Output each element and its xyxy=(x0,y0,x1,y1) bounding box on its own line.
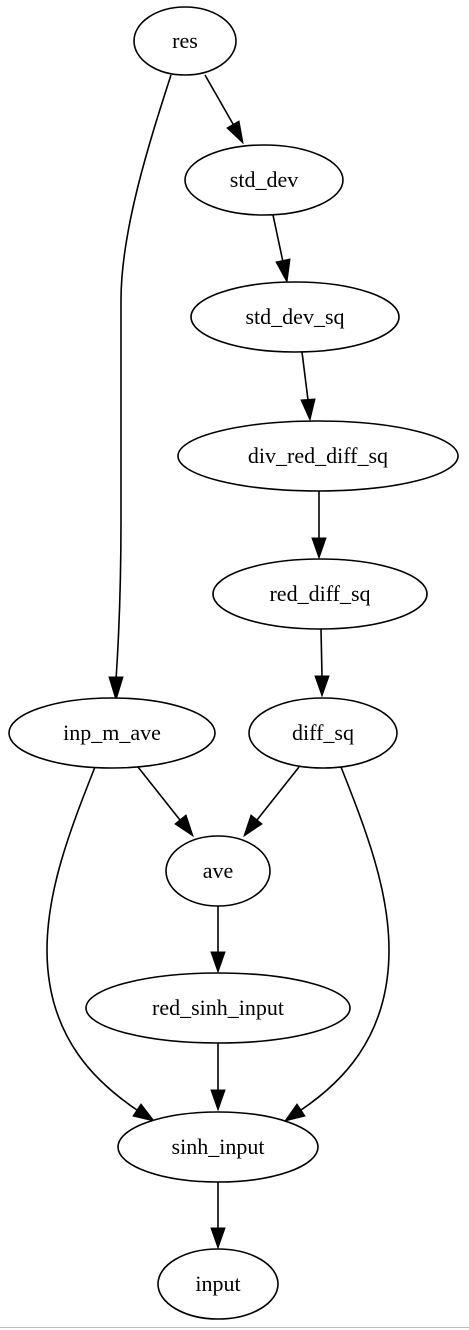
node-std_dev_sq-label: std_dev_sq xyxy=(246,304,345,329)
node-std_dev[interactable]: std_dev xyxy=(184,144,344,216)
edge-red_diff_sq-diff_sq-arrowhead xyxy=(314,675,330,698)
node-diff_sq[interactable]: diff_sq xyxy=(248,697,398,769)
node-std_dev-shape xyxy=(184,144,344,216)
edge-std_dev_sq-div_red_diff_sq xyxy=(301,351,309,401)
nodes: res std_dev std_dev_sq div_red_diff_sq r… xyxy=(8,6,459,1320)
node-red_diff_sq-label: red_diff_sq xyxy=(269,581,370,606)
edge-div_red_diff_sq-red_diff_sq-arrowhead xyxy=(311,537,327,560)
edge-diff_sq-ave xyxy=(256,766,300,821)
node-red_sinh_input-shape xyxy=(85,972,351,1044)
node-inp_m_ave[interactable]: inp_m_ave xyxy=(8,697,216,769)
edge-std_dev-std_dev_sq xyxy=(272,214,284,263)
node-red_sinh_input[interactable]: red_sinh_input xyxy=(85,972,351,1044)
edge-res-std_dev xyxy=(204,74,234,125)
node-red_diff_sq-shape xyxy=(212,558,428,630)
node-red_sinh_input-label: red_sinh_input xyxy=(152,995,284,1020)
node-diff_sq-shape xyxy=(248,697,398,769)
node-std_dev_sq-shape xyxy=(190,281,400,353)
node-sinh_input-shape xyxy=(117,1111,319,1183)
edge-res-inp_m_ave xyxy=(115,74,172,681)
node-input-label: input xyxy=(195,1271,240,1296)
bottom-divider xyxy=(0,1327,469,1328)
edge-inp_m_ave-ave-arrowhead xyxy=(174,814,194,838)
node-inp_m_ave-label: inp_m_ave xyxy=(63,720,161,745)
node-ave-label: ave xyxy=(203,858,234,883)
node-res-label: res xyxy=(172,28,198,53)
node-div_red_diff_sq-label: div_red_diff_sq xyxy=(248,443,388,468)
node-diff_sq-label: diff_sq xyxy=(292,720,354,745)
node-sinh_input-label: sinh_input xyxy=(172,1134,265,1159)
node-div_red_diff_sq[interactable]: div_red_diff_sq xyxy=(177,420,459,492)
edge-sinh_input-input-arrowhead xyxy=(210,1227,226,1250)
node-red_diff_sq[interactable]: red_diff_sq xyxy=(212,558,428,630)
edge-res-std_dev-arrowhead xyxy=(226,120,244,145)
edge-inp_m_ave-sinh_input xyxy=(46,766,138,1111)
edge-diff_sq-ave-arrowhead xyxy=(243,814,263,838)
edge-std_dev-std_dev_sq-arrowhead xyxy=(275,258,291,284)
node-input[interactable]: input xyxy=(157,1248,279,1320)
node-ave[interactable]: ave xyxy=(165,835,271,907)
node-res-shape xyxy=(133,6,237,76)
node-input-shape xyxy=(157,1248,279,1320)
edge-inp_m_ave-sinh_input-arrowhead xyxy=(132,1103,156,1122)
node-sinh_input[interactable]: sinh_input xyxy=(117,1111,319,1183)
node-std_dev_sq[interactable]: std_dev_sq xyxy=(190,281,400,353)
node-res[interactable]: res xyxy=(133,6,237,76)
node-std_dev-label: std_dev xyxy=(230,167,298,192)
edge-red_diff_sq-diff_sq xyxy=(320,628,323,677)
edge-red_sinh_input-sinh_input-arrowhead xyxy=(210,1089,226,1112)
edge-inp_m_ave-ave xyxy=(137,766,181,821)
edge-std_dev_sq-div_red_diff_sq-arrowhead xyxy=(300,398,316,422)
edge-ave-red_sinh_input-arrowhead xyxy=(210,951,226,974)
edges xyxy=(46,74,390,1250)
edge-diff_sq-sinh_input xyxy=(300,766,390,1111)
edge-res-inp_m_ave-arrowhead xyxy=(108,676,124,702)
node-div_red_diff_sq-shape xyxy=(177,420,459,492)
node-inp_m_ave-shape xyxy=(8,697,216,769)
node-ave-shape xyxy=(165,835,271,907)
edge-diff_sq-sinh_input-arrowhead xyxy=(283,1103,306,1122)
